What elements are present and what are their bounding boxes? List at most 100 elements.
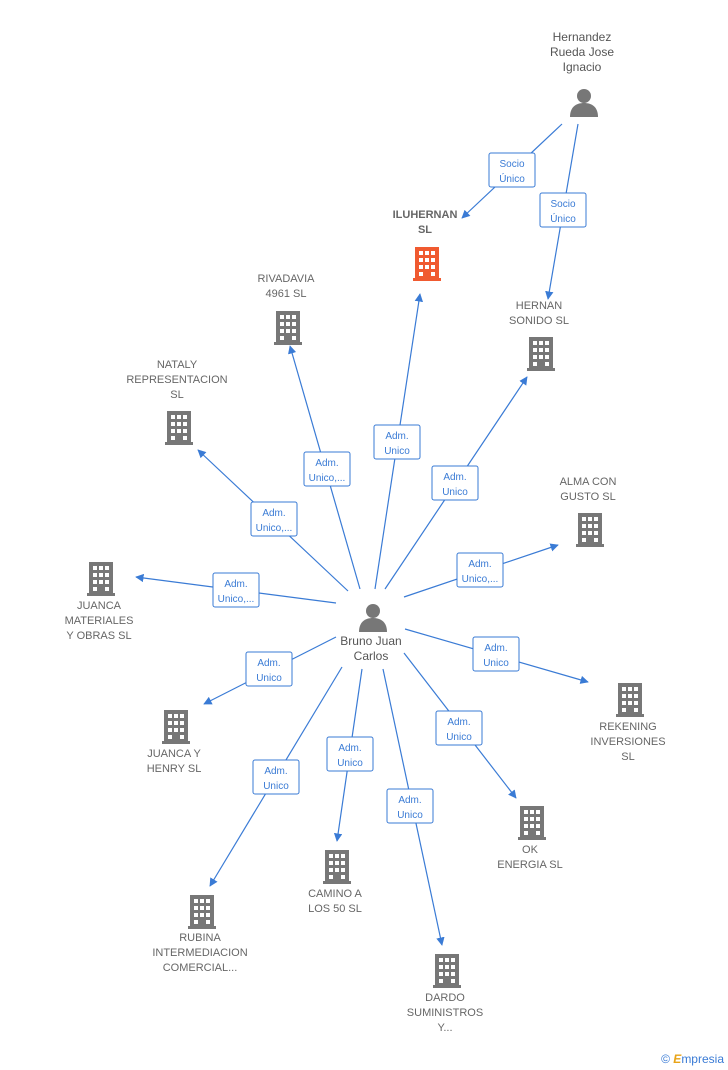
edge-label-text: Unico,... xyxy=(462,574,499,585)
edge-label-box[interactable] xyxy=(539,192,587,228)
relation-edge[interactable]: Adm.Unico,... xyxy=(403,543,559,598)
company-name[interactable]: NATALY xyxy=(157,359,198,371)
building-icon[interactable] xyxy=(518,806,546,840)
person-name[interactable]: Bruno Juan xyxy=(340,634,401,648)
company-node-rubina[interactable]: RUBINA INTERMEDIACION COMERCIAL... xyxy=(152,895,248,974)
person-name[interactable]: Hernandez xyxy=(553,30,612,44)
relation-edge[interactable]: Adm.Unico,... xyxy=(197,449,349,592)
company-name[interactable]: JUANCA Y xyxy=(147,748,201,760)
edge-label-text: Adm. xyxy=(262,508,285,519)
company-name[interactable]: GUSTO SL xyxy=(560,491,615,503)
company-name[interactable]: SONIDO SL xyxy=(509,315,569,327)
company-node-juanca_mat[interactable]: JUANCA MATERIALES Y OBRAS SL xyxy=(65,562,134,642)
person-icon[interactable] xyxy=(570,89,598,117)
building-icon[interactable] xyxy=(576,513,604,547)
company-name[interactable]: RUBINA xyxy=(179,932,221,944)
company-node-alma[interactable]: ALMA CON GUSTO SL xyxy=(560,476,617,547)
company-node-juanca_henry[interactable]: JUANCA Y HENRY SL xyxy=(147,710,202,775)
relation-edge[interactable]: Adm.Unico,... xyxy=(135,572,337,608)
edge-label-box[interactable] xyxy=(250,501,298,537)
relation-edge[interactable]: Adm.Unico,... xyxy=(288,345,361,590)
company-name[interactable]: ENERGIA SL xyxy=(497,859,562,871)
relation-edge[interactable]: Adm. Unico xyxy=(384,376,528,590)
company-name[interactable]: JUANCA xyxy=(77,600,122,612)
company-node-rivadavia[interactable]: RIVADAVIA 4961 SL xyxy=(257,273,315,345)
company-name[interactable]: SL xyxy=(621,751,634,763)
edge-label-box[interactable] xyxy=(326,736,374,772)
building-icon[interactable] xyxy=(274,311,302,345)
company-name[interactable]: MATERIALES xyxy=(65,615,134,627)
company-name[interactable]: COMERCIAL... xyxy=(163,962,238,974)
person-name[interactable]: Rueda Jose xyxy=(550,45,614,59)
company-name[interactable]: CAMINO A xyxy=(308,888,362,900)
edge-label-box[interactable] xyxy=(435,710,483,746)
edge-label-box[interactable] xyxy=(303,451,351,487)
company-name[interactable]: RIVADAVIA xyxy=(257,273,315,285)
edge-label-text: Unico xyxy=(256,673,282,684)
relation-edge[interactable]: Adm.Unico xyxy=(403,652,517,799)
edge-label-text: Adm. xyxy=(224,579,247,590)
relation-edge[interactable]: Adm.Unico xyxy=(382,668,445,946)
company-name[interactable]: SL xyxy=(418,224,432,236)
relation-edge[interactable]: Adm.Unico xyxy=(203,636,337,705)
brand-initial: E xyxy=(673,1052,682,1066)
building-icon[interactable] xyxy=(433,954,461,988)
company-node-hernan[interactable]: HERNAN SONIDO SL xyxy=(509,300,569,371)
company-name[interactable]: SUMINISTROS xyxy=(407,1007,483,1019)
company-name[interactable]: ILUHERNAN xyxy=(393,209,458,221)
company-name[interactable]: 4961 SL xyxy=(266,288,307,300)
relation-edge[interactable]: Adm.Unico xyxy=(404,628,589,684)
company-name[interactable]: LOS 50 SL xyxy=(308,903,362,915)
company-name[interactable]: INTERMEDIACION xyxy=(152,947,247,959)
company-name[interactable]: DARDO xyxy=(425,992,465,1004)
company-name[interactable]: Y OBRAS SL xyxy=(66,630,131,642)
edge-label-box[interactable] xyxy=(252,759,300,795)
edge-label-text: Adm. xyxy=(385,431,408,442)
edge-label-text: Adm. xyxy=(338,743,361,754)
edge-label-box[interactable] xyxy=(212,572,260,608)
building-icon[interactable] xyxy=(413,247,441,281)
edge-label-box[interactable] xyxy=(456,552,504,588)
edge-label-text: Unico xyxy=(442,487,468,498)
building-icon[interactable] xyxy=(165,411,193,445)
company-node-iluhernan[interactable]: ILUHERNAN SL xyxy=(393,209,458,281)
edge-label-box[interactable] xyxy=(472,636,520,672)
company-node-ok[interactable]: OK ENERGIA SL xyxy=(497,806,563,871)
company-node-rekening[interactable]: REKENING INVERSIONES SL xyxy=(590,683,666,763)
building-icon[interactable] xyxy=(87,562,115,596)
company-name[interactable]: REKENING xyxy=(599,721,656,733)
company-node-camino[interactable]: CAMINO A LOS 50 SL xyxy=(308,850,363,915)
person-name[interactable]: Carlos xyxy=(354,649,389,663)
relation-edge[interactable]: Adm.Unico xyxy=(326,668,374,842)
company-name[interactable]: Y... xyxy=(437,1022,452,1034)
company-name[interactable]: INVERSIONES xyxy=(590,736,665,748)
person-name[interactable]: Ignacio xyxy=(563,60,602,74)
relation-edge[interactable]: Adm.Unico xyxy=(373,293,424,590)
edge-label-box[interactable] xyxy=(488,152,536,188)
edge-label-box[interactable] xyxy=(245,651,293,687)
building-icon[interactable] xyxy=(323,850,351,884)
company-name[interactable]: OK xyxy=(522,844,539,856)
edge-label-box[interactable] xyxy=(373,424,421,460)
building-icon[interactable] xyxy=(188,895,216,929)
company-name[interactable]: SL xyxy=(170,389,183,401)
edge-label-box[interactable] xyxy=(431,465,479,501)
company-node-dardo[interactable]: DARDO SUMINISTROS Y... xyxy=(407,954,483,1034)
relation-edge[interactable]: Adm.Unico xyxy=(209,666,343,887)
building-icon[interactable] xyxy=(162,710,190,744)
building-icon[interactable] xyxy=(616,683,644,717)
company-name[interactable]: ALMA CON xyxy=(560,476,617,488)
company-name[interactable]: HENRY SL xyxy=(147,763,202,775)
edge-label-text: Adm. xyxy=(398,795,421,806)
company-name[interactable]: HERNAN xyxy=(516,300,563,312)
building-icon[interactable] xyxy=(527,337,555,371)
company-name[interactable]: REPRESENTACION xyxy=(126,374,227,386)
edge-label-box[interactable] xyxy=(386,788,434,824)
company-node-nataly[interactable]: NATALY REPRESENTACION SL xyxy=(126,359,228,445)
person-icon[interactable] xyxy=(359,604,387,632)
